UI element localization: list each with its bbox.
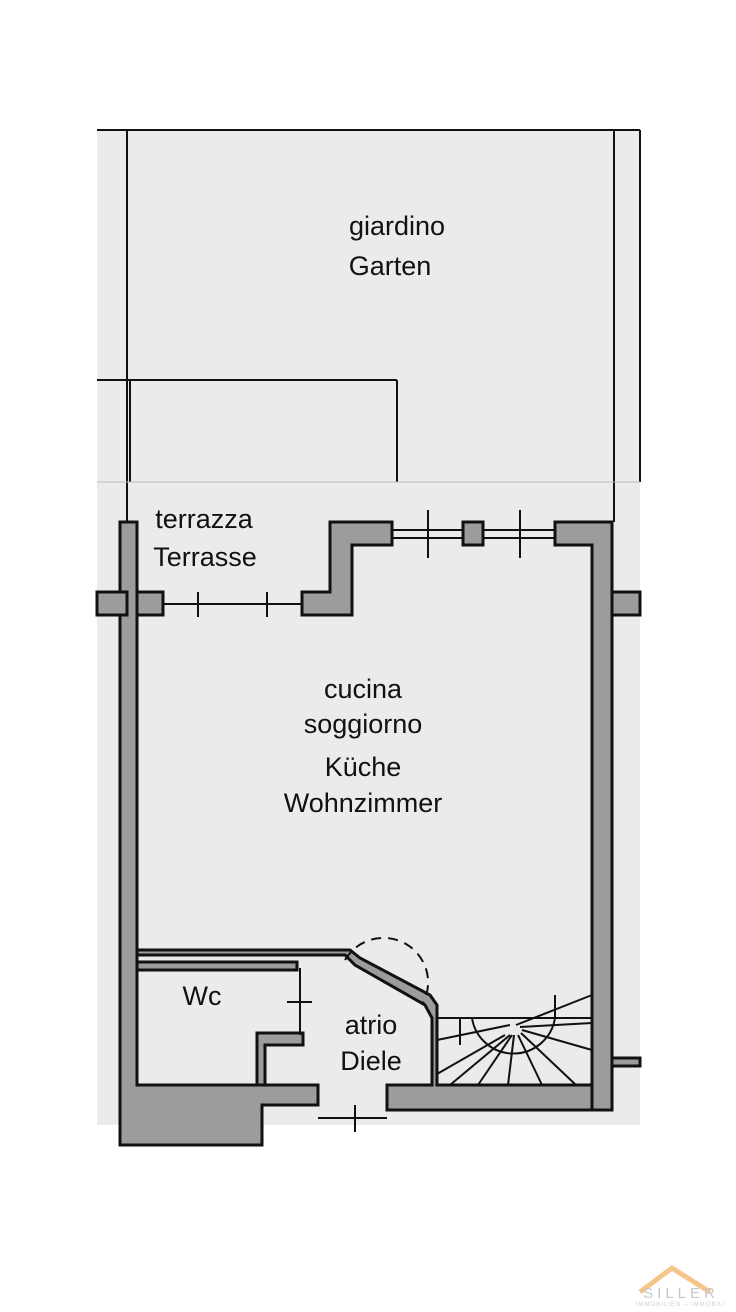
living-label-4: Wohnzimmer xyxy=(284,788,443,818)
hall-label-de: Diele xyxy=(340,1046,402,1076)
logo-name: SILLER xyxy=(643,1285,719,1302)
terrace-label-de: Terrasse xyxy=(153,542,257,572)
terrace-label-it: terrazza xyxy=(155,504,254,534)
windows-doors xyxy=(163,510,555,1132)
stairs xyxy=(436,994,593,1086)
logo-roof-icon xyxy=(638,1264,712,1295)
plan-background xyxy=(97,130,640,1125)
garden-label-it: giardino xyxy=(349,211,445,241)
room-labels: giardino Garten terrazza Terrasse cucina… xyxy=(153,211,445,1076)
siller-logo: SILLER IMMOBILIEN – IMMOBILI xyxy=(626,1285,736,1308)
walls xyxy=(95,520,642,1147)
garden-label-de: Garten xyxy=(349,251,432,281)
living-label-2: soggiorno xyxy=(304,709,423,739)
wc-label: Wc xyxy=(183,981,222,1011)
living-label-1: cucina xyxy=(324,674,403,704)
garden-lines xyxy=(97,129,641,522)
logo-subtitle: IMMOBILIEN – IMMOBILI xyxy=(635,1302,726,1308)
hall-label-it: atrio xyxy=(345,1010,398,1040)
living-label-3: Küche xyxy=(325,752,402,782)
